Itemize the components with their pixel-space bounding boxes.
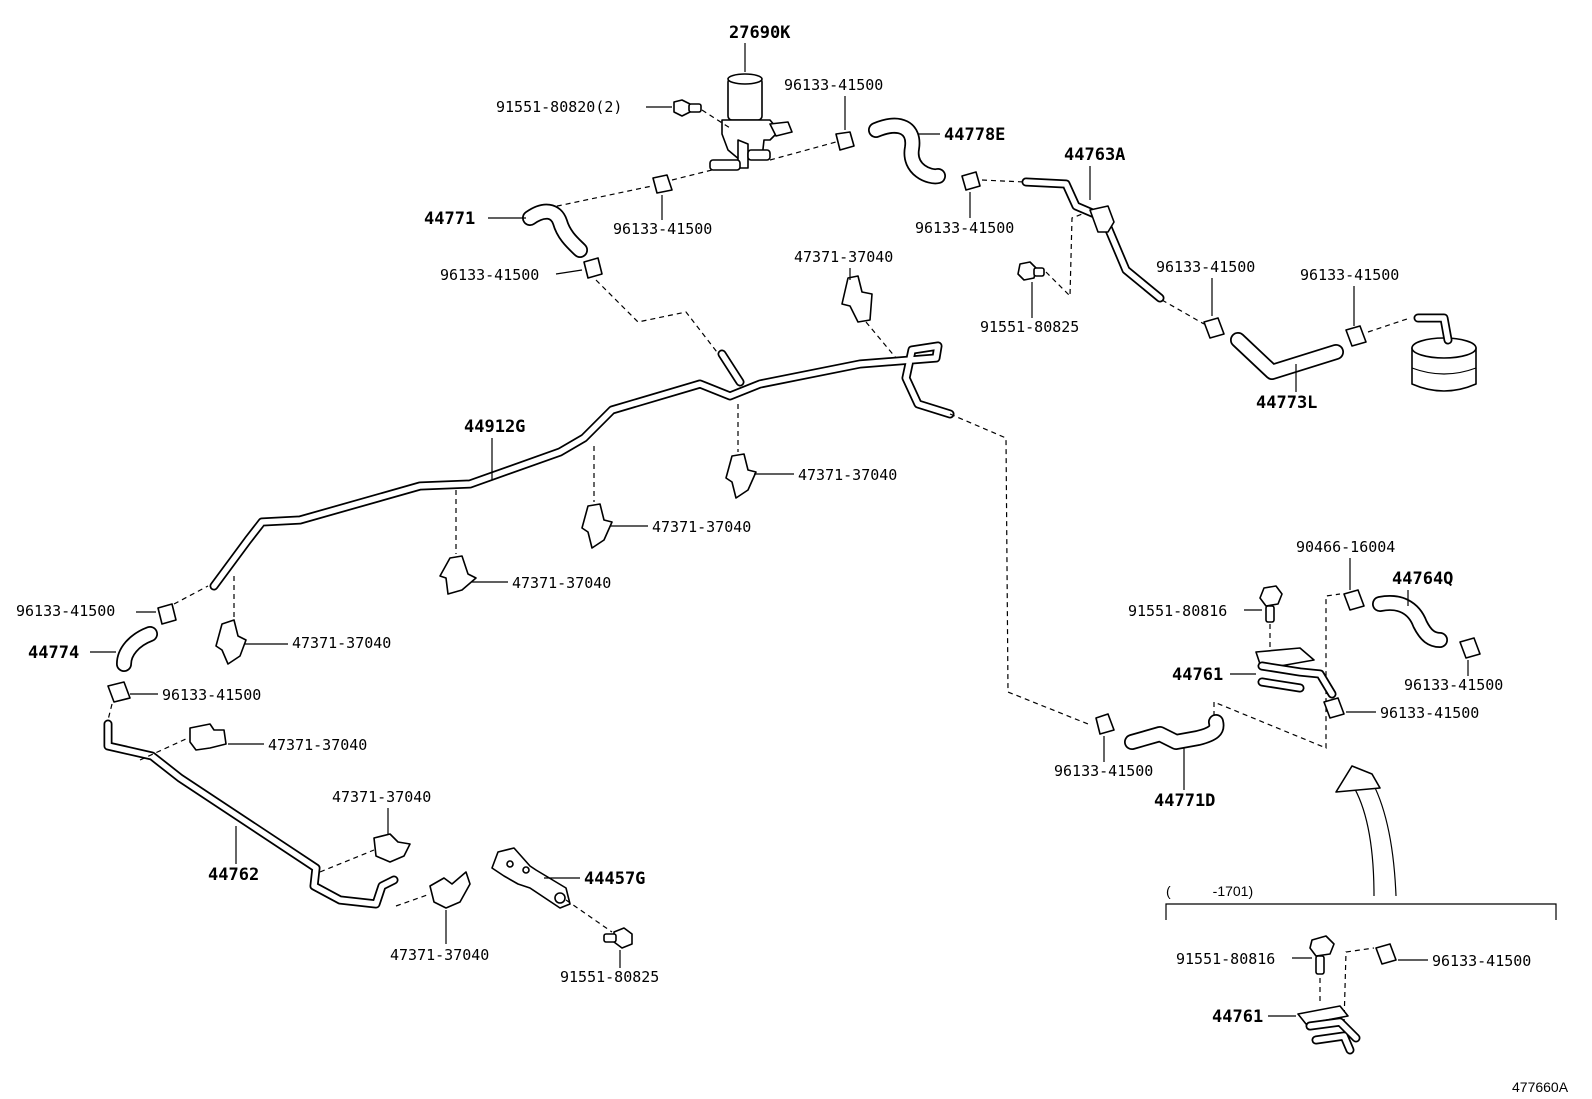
pipe-44763a [1021,177,1165,303]
label-clip-k4: 47371-37040 [512,574,611,592]
label-44773l: 44773L [1256,393,1317,413]
inset-range-label: ( -1701) [1166,883,1253,899]
label-clip-k6: 47371-37040 [268,736,367,754]
label-clamp-r1: 96133-41500 [1300,266,1399,284]
label-44774: 44774 [28,643,79,663]
label-clamp-r2: 96133-41500 [1380,704,1479,722]
label-44778e: 44778E [944,125,1005,145]
label-44762: 44762 [208,865,259,885]
charcoal-canister [1411,313,1477,392]
hose-clamp-icon [961,171,981,191]
hose-clamp-icon [1323,697,1345,719]
label-clip-k7: 47371-37040 [332,788,431,806]
hose-clamp-icon [107,681,131,703]
label-44761a: 44761 [1172,665,1223,685]
hose-44771 [522,203,588,258]
label-clamp-d1: 96133-41500 [162,686,261,704]
label-clamp-inset: 96133-41500 [1432,952,1531,970]
hose-clamp-icon [1343,589,1365,611]
label-bolt-91551-80825b: 91551-80825 [560,968,659,986]
label-44771: 44771 [424,209,475,229]
label-bolt-91551-80816b: 91551-80816 [1176,950,1275,968]
label-44763a: 44763A [1064,145,1125,165]
hose-clamp-icon [1459,637,1481,659]
label-clamp-l1: 96133-41500 [1156,258,1255,276]
pipe-clip-icon [725,453,757,499]
label-27690k: 27690K [729,23,791,43]
label-clamp-top2: 96133-41500 [613,220,712,238]
label-44764q: 44764Q [1392,569,1453,589]
label-clamp-left2: 96133-41500 [16,602,115,620]
pipe-44762 [103,719,399,909]
hose-clamp-icon [583,257,603,279]
hose-clamp-icon [652,174,673,194]
hose-44773l [1230,332,1344,380]
label-bolt-91551-80825a: 91551-80825 [980,318,1079,336]
bolt-icon [1309,935,1335,975]
label-44761b: 44761 [1212,1007,1263,1027]
inset-frame [1165,903,1557,920]
pipe-44912g [209,341,955,591]
bolt-icon [673,99,702,117]
hose-clamp-icon [1095,713,1115,735]
label-clip-k1: 47371-37040 [794,248,893,266]
label-44771d: 44771D [1154,791,1215,811]
bolt-icon [1259,585,1283,623]
label-44457g: 44457G [584,869,645,889]
hose-44778e [868,117,946,185]
label-44912g: 44912G [464,417,525,437]
pipe-clip-icon [429,871,471,909]
label-clamp-top1: 96133-41500 [784,76,883,94]
hose-clamp-icon [1345,325,1367,347]
label-clip-k8: 47371-37040 [390,946,489,964]
pipe-clip-icon [581,503,613,549]
label-90466-16004: 90466-16004 [1296,538,1395,556]
pipe-44761-inset [1297,1005,1361,1055]
hose-44764q [1372,595,1448,648]
label-clip-k2: 47371-37040 [798,466,897,484]
pipe-clip-icon [189,723,227,751]
pipe-clip-icon [439,555,477,595]
hose-clamp-icon [157,603,177,625]
hose-clamp-icon [1203,317,1225,339]
pipe-clip-icon [373,833,411,863]
hose-clamp-icon [835,131,855,151]
bolt-icon [603,927,633,949]
hose-clamp-icon [1375,943,1397,965]
label-clip-k3: 47371-37040 [652,518,751,536]
bolt-icon [1017,261,1045,281]
bracket-44457g [491,847,571,909]
label-bolt-91551-80816a: 91551-80816 [1128,602,1227,620]
label-91551-80820: 91551-80820(2) [496,98,622,116]
label-clamp-q1: 96133-41500 [1404,676,1503,694]
hose-44771d [1124,714,1225,750]
label-clamp-left1: 96133-41500 [440,266,539,284]
vsv-valve [709,73,793,171]
figure-id: 477660A [1512,1079,1569,1095]
hose-44774 [116,626,158,672]
curved-arrow-icon [1335,765,1397,897]
pipe-clip-icon [215,619,247,665]
label-clamp-e1: 96133-41500 [915,219,1014,237]
pipe-44761 [1255,647,1337,699]
pipe-clip-icon [841,275,873,323]
label-clip-k5: 47371-37040 [292,634,391,652]
label-clamp-s1: 96133-41500 [1054,762,1153,780]
